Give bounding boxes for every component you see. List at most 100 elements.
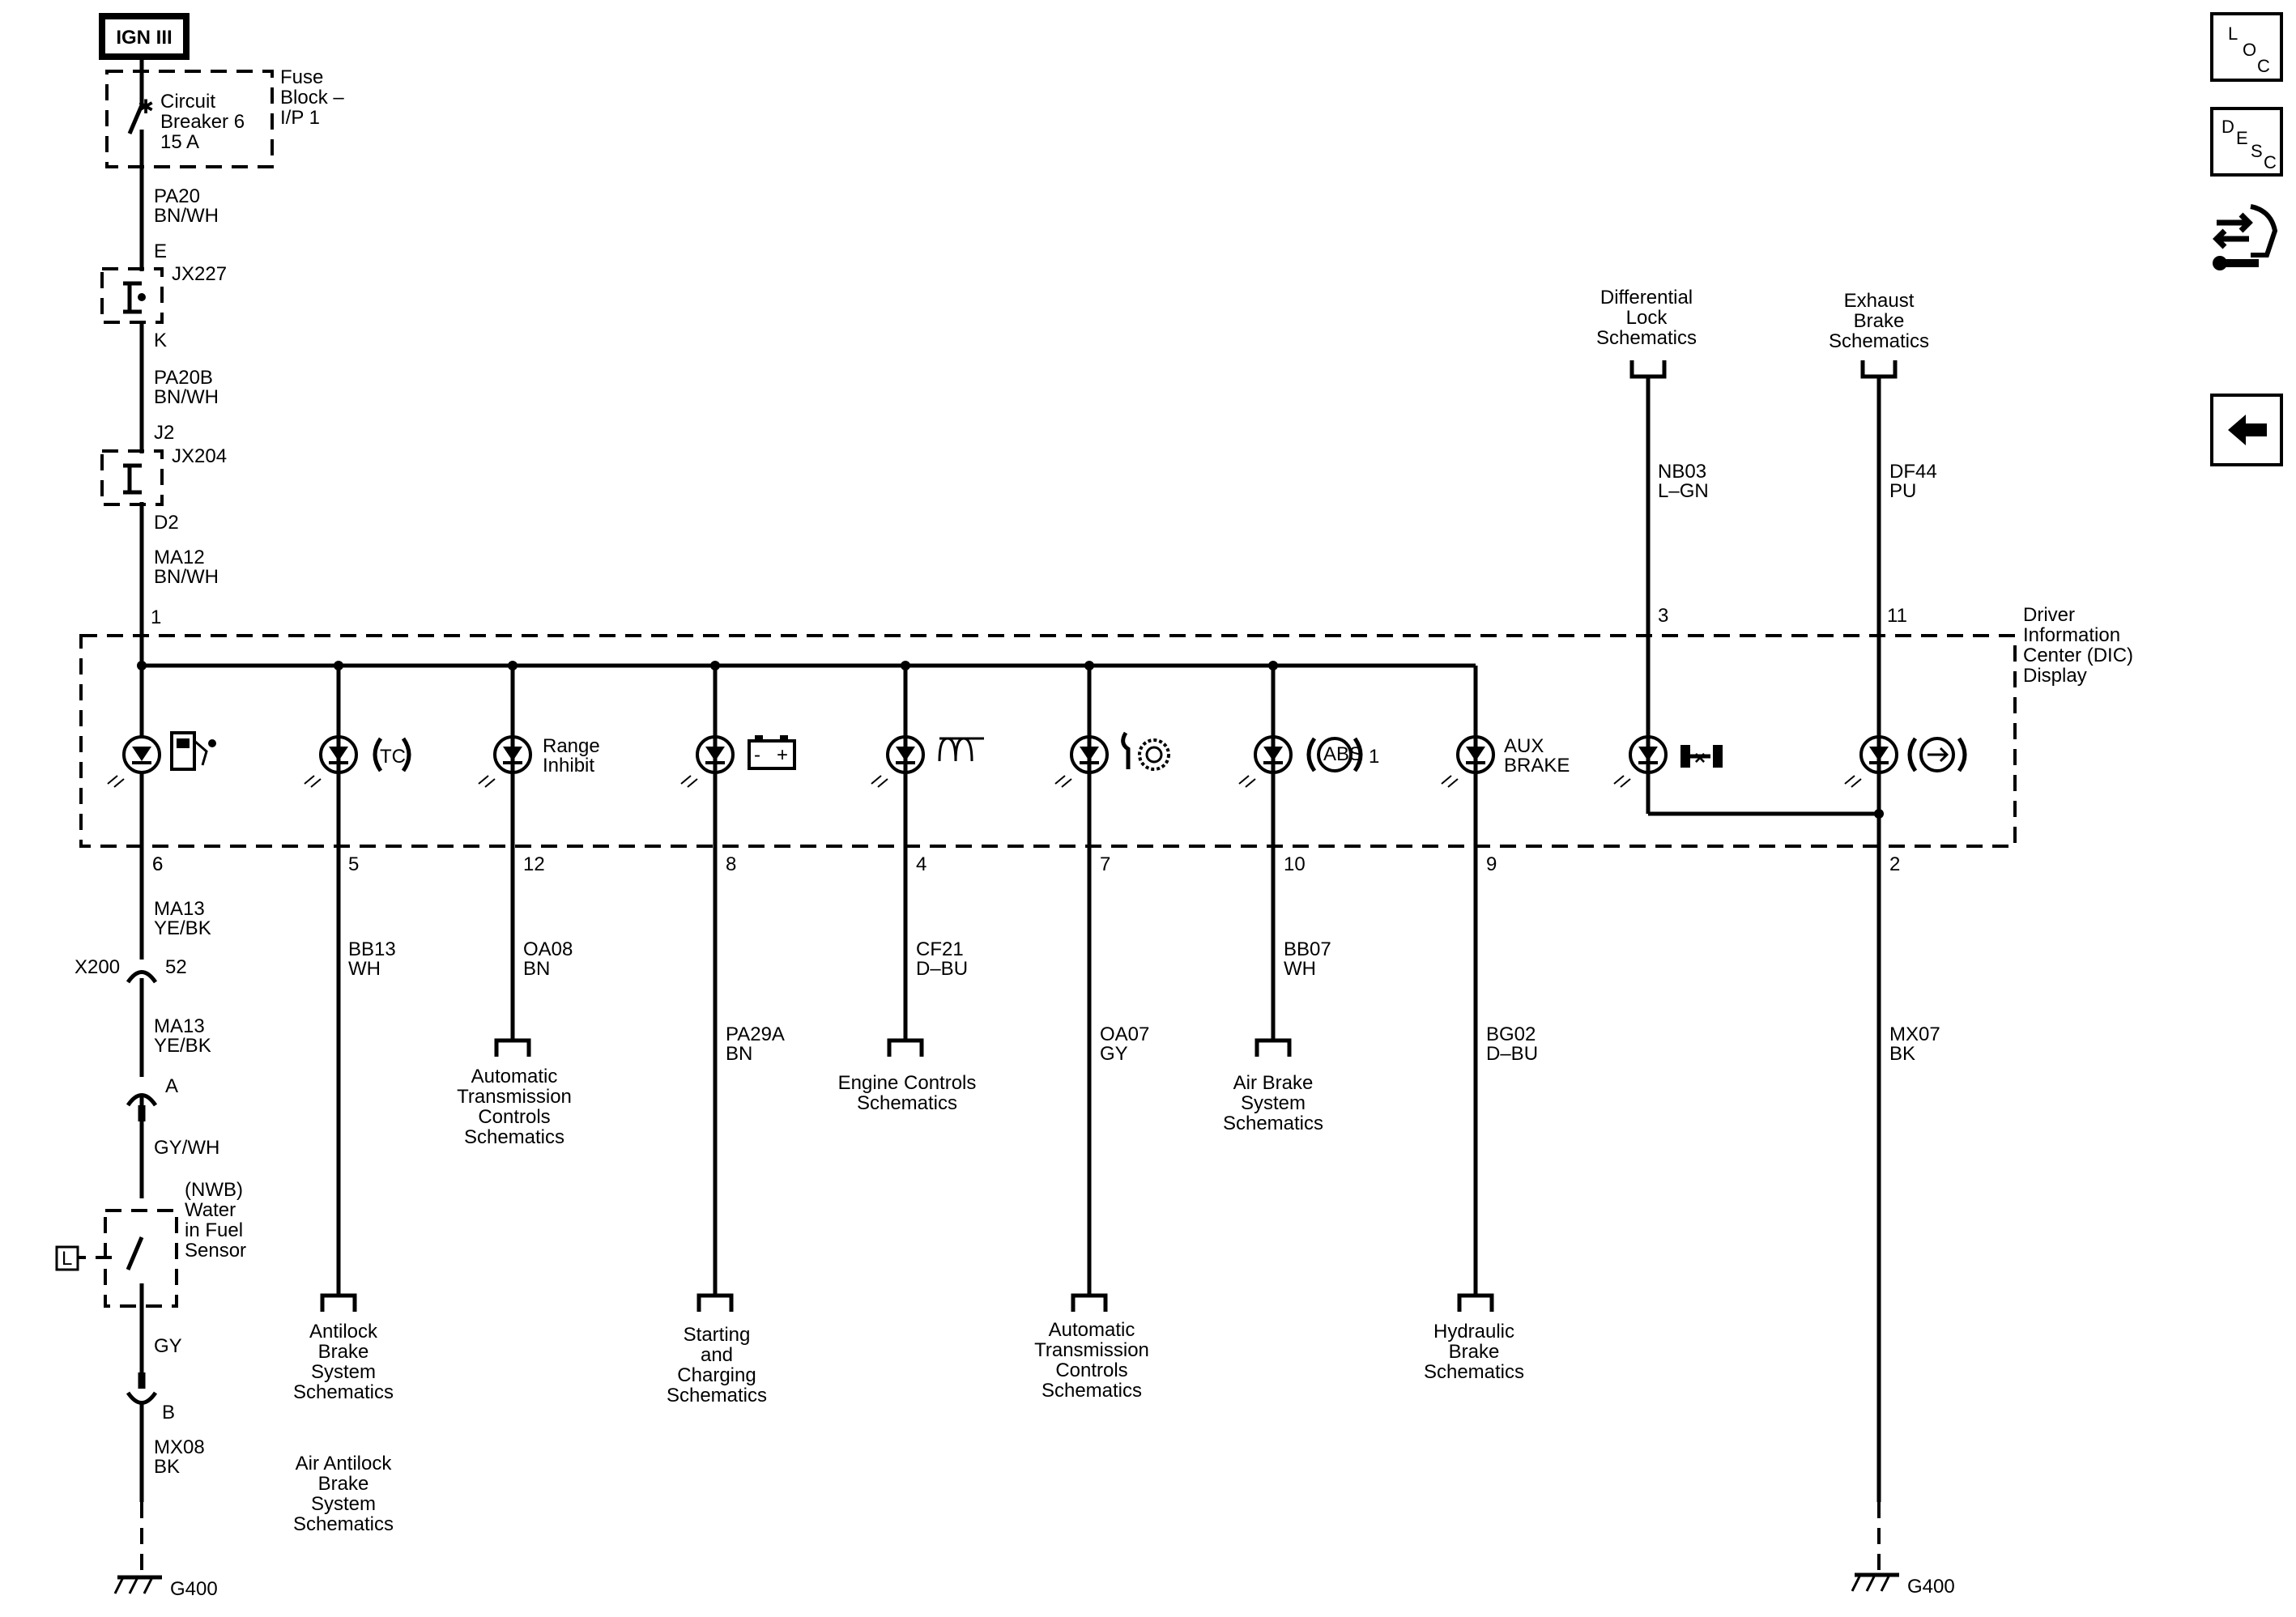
- back-button[interactable]: [2210, 394, 2283, 466]
- svg-text:Air Brake: Air Brake: [1233, 1072, 1314, 1094]
- circuit-breaker: ✱ Circuit Breaker 6 15 A Fuse Block – I/…: [105, 66, 344, 168]
- wire-labels: BB13 WH OA08 BN PA29A BN CF21 D–BU OA07 …: [348, 461, 1940, 1065]
- svg-text:8: 8: [726, 853, 736, 875]
- svg-text:Block –: Block –: [280, 87, 344, 109]
- svg-text:Automatic: Automatic: [1049, 1319, 1135, 1341]
- svg-text:A: A: [165, 1075, 178, 1097]
- svg-text:Center (DIC): Center (DIC): [2023, 645, 2133, 666]
- led-symbol: [1613, 735, 1668, 788]
- left-chain-bottom: GY B MX08 BK: [126, 1335, 205, 1478]
- svg-text:Schematics: Schematics: [1042, 1380, 1142, 1402]
- svg-text:G400: G400: [170, 1578, 218, 1600]
- svg-text:in Fuel: in Fuel: [185, 1219, 243, 1241]
- led-symbol: [1441, 735, 1495, 788]
- svg-text:Sensor: Sensor: [185, 1240, 246, 1262]
- differential-lock-icon: ×: [1680, 745, 1723, 769]
- svg-text:12: 12: [523, 853, 545, 875]
- svg-text:BN: BN: [523, 958, 550, 980]
- svg-text:I/P 1: I/P 1: [280, 107, 320, 129]
- svg-text:PA20: PA20: [154, 185, 200, 207]
- svg-text:Schematics: Schematics: [1829, 330, 1929, 352]
- svg-text:Lock: Lock: [1626, 307, 1668, 329]
- svg-text:WH: WH: [348, 958, 381, 980]
- svg-text:and: and: [701, 1344, 733, 1366]
- svg-text:Range: Range: [543, 735, 600, 757]
- svg-text:ABS: ABS: [1323, 743, 1362, 765]
- svg-text:BN/WH: BN/WH: [154, 205, 219, 227]
- svg-text:OA08: OA08: [523, 938, 573, 960]
- svg-text:TC: TC: [380, 746, 406, 768]
- svg-text:7: 7: [1100, 853, 1110, 875]
- svg-text:Exhaust: Exhaust: [1844, 290, 1915, 312]
- svg-text:Transmission: Transmission: [457, 1086, 572, 1108]
- svg-text:Brake: Brake: [318, 1473, 369, 1495]
- svg-text:Automatic: Automatic: [471, 1066, 558, 1087]
- svg-text:CF21: CF21: [916, 938, 964, 960]
- destination-connectors: [320, 360, 1898, 1312]
- connector-tool-icon[interactable]: [2210, 198, 2283, 279]
- svg-text:9: 9: [1486, 853, 1497, 875]
- svg-text:-: -: [754, 744, 760, 766]
- svg-text:Air Antilock: Air Antilock: [296, 1453, 393, 1474]
- svg-text:11: 11: [1887, 605, 1907, 627]
- led-symbol: [1844, 735, 1898, 788]
- svg-text:AUX: AUX: [1504, 735, 1544, 757]
- indicator-labels: Range Inhibit AUX BRAKE: [543, 735, 1570, 777]
- svg-text:Water: Water: [185, 1199, 236, 1221]
- svg-text:G400: G400: [1907, 1576, 1955, 1598]
- svg-text:Controls: Controls: [478, 1106, 550, 1128]
- led-symbol: [680, 735, 735, 788]
- led-symbol: [478, 735, 532, 788]
- svg-text:K: K: [154, 330, 167, 351]
- svg-text:Schematics: Schematics: [857, 1092, 957, 1114]
- svg-text:MA13: MA13: [154, 1015, 205, 1037]
- svg-text:E: E: [154, 240, 167, 262]
- svg-text:Engine Controls: Engine Controls: [838, 1072, 977, 1094]
- svg-text:×: ×: [1694, 747, 1706, 769]
- svg-text:PU: PU: [1889, 480, 1916, 502]
- svg-text:Starting: Starting: [684, 1324, 751, 1346]
- svg-text:15 A: 15 A: [160, 131, 199, 153]
- svg-text:YE/BK: YE/BK: [154, 1035, 211, 1057]
- svg-text:BG02: BG02: [1486, 1023, 1536, 1045]
- svg-text:52: 52: [165, 956, 187, 978]
- svg-text:BB13: BB13: [348, 938, 396, 960]
- svg-text:BN: BN: [726, 1043, 752, 1065]
- svg-text:Driver: Driver: [2023, 604, 2075, 626]
- svg-text:Hydraulic: Hydraulic: [1433, 1321, 1514, 1343]
- svg-text:BK: BK: [1889, 1043, 1915, 1065]
- splice-jx227: JX227 K: [100, 263, 227, 351]
- svg-text:WH: WH: [1284, 958, 1316, 980]
- svg-text:+: +: [777, 744, 788, 766]
- svg-text:(NWB): (NWB): [185, 1179, 243, 1201]
- pin-numbers: 6 5 12 8 4 7 10 9 2 3 11: [152, 605, 1907, 875]
- svg-text:BN/WH: BN/WH: [154, 386, 219, 408]
- loc-button[interactable]: L O C: [2210, 12, 2283, 82]
- svg-text:Inhibit: Inhibit: [543, 755, 594, 777]
- svg-text:BN/WH: BN/WH: [154, 566, 219, 588]
- svg-text:GY: GY: [1100, 1043, 1128, 1065]
- back-arrow-icon: [2228, 415, 2267, 445]
- svg-text:B: B: [162, 1402, 175, 1423]
- wire-pa20b-label: PA20B BN/WH J2: [154, 367, 219, 444]
- svg-text:PA29A: PA29A: [726, 1023, 785, 1045]
- svg-text:System: System: [311, 1493, 376, 1515]
- svg-text:Brake: Brake: [1854, 310, 1905, 332]
- svg-text:L: L: [62, 1248, 72, 1270]
- svg-text:Schematics: Schematics: [1424, 1361, 1524, 1383]
- exhaust-brake-icon: [1907, 737, 1967, 772]
- transmission-service-icon: [1121, 731, 1170, 771]
- desc-button[interactable]: D E S C: [2210, 107, 2283, 177]
- svg-text:MA13: MA13: [154, 898, 205, 920]
- svg-text:MX07: MX07: [1889, 1023, 1940, 1045]
- svg-text:Brake: Brake: [318, 1341, 369, 1363]
- svg-text:Breaker 6: Breaker 6: [160, 111, 245, 133]
- svg-text:Schematics: Schematics: [464, 1126, 564, 1148]
- svg-text:D2: D2: [154, 512, 179, 534]
- indicator-wires: [336, 377, 1884, 1575]
- svg-text:OA07: OA07: [1100, 1023, 1149, 1045]
- svg-text:DF44: DF44: [1889, 461, 1937, 483]
- svg-text:L–GN: L–GN: [1658, 480, 1709, 502]
- svg-text:PA20B: PA20B: [154, 367, 213, 389]
- ignition-label: IGN III: [99, 13, 190, 60]
